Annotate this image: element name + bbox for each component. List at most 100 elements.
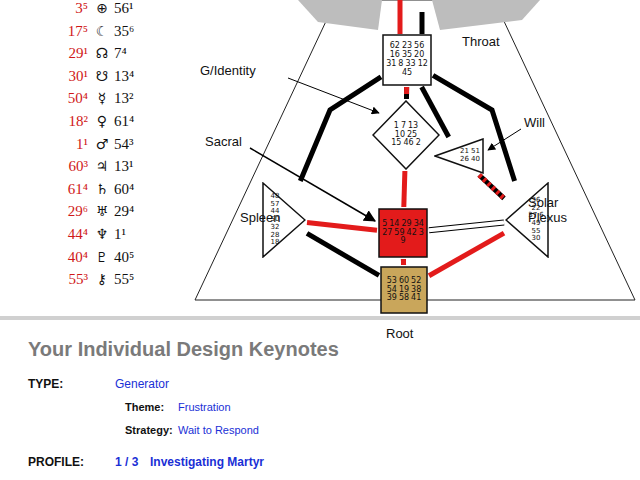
field-value: Wait to Respond [178, 424, 259, 437]
gate-number: 21 [460, 148, 469, 156]
channel-stroke [479, 175, 504, 198]
channel [433, 75, 515, 181]
gate-number: 58 [399, 294, 409, 303]
gate-number: 20 [414, 51, 424, 60]
gate-number: 35 [402, 51, 412, 60]
channel-stroke [429, 222, 504, 230]
channel-stroke [307, 233, 379, 275]
channel-stroke [404, 171, 405, 207]
gate-number: 30 [532, 235, 541, 243]
planet-glyph: ⚷ [92, 271, 112, 287]
planet-glyph: ♂ [92, 136, 112, 152]
center-name: Spleen [240, 211, 280, 226]
planet-glyph: ♀ [92, 113, 112, 129]
planet-glyph: ☿ [92, 90, 112, 106]
head-shade [432, 0, 540, 30]
channel-stroke [307, 223, 377, 231]
gate-number: 10 [395, 131, 405, 140]
gate-activation: 13² [114, 90, 134, 107]
gate-activation: 29⁴ [114, 203, 134, 220]
gate-number: 39 [387, 294, 397, 303]
gate-number: 14 [389, 220, 399, 229]
gate-activation: 7⁴ [114, 45, 127, 62]
gate-number: 16 [390, 51, 400, 60]
gate-number: 45 [402, 69, 412, 78]
gate-group: 21512640 [459, 148, 481, 163]
planet-glyph: ♇ [92, 249, 112, 265]
gate-number: 26 [460, 156, 469, 164]
gate-number: 54 [387, 286, 397, 295]
center-name: Will [524, 116, 545, 131]
channel-stroke [300, 77, 381, 181]
gate-activation: 30¹ [28, 68, 88, 85]
gate-number: 3 [419, 229, 424, 238]
field-value: Generator [115, 378, 169, 392]
field-key: Strategy: [125, 424, 173, 437]
gate-number: 60 [399, 277, 409, 286]
gate-number: 9 [400, 237, 405, 246]
gate-activation: 40⁴ [28, 249, 88, 266]
center-name: G/Identity [200, 64, 256, 79]
g-center: 1713102515462 [372, 100, 440, 170]
gate-activation: 54³ [114, 136, 134, 153]
channel [479, 175, 504, 198]
gate-activation: 29⁶ [28, 203, 88, 220]
gate-number: 27 [382, 229, 392, 238]
gate-number: 31 [386, 60, 396, 69]
center-name: Root [386, 327, 413, 342]
gate-number: 57 [271, 201, 280, 209]
sacral-center: 514293427594239 [378, 208, 428, 258]
gate-activation: 61⁴ [28, 181, 88, 198]
gate-number: 33 [405, 60, 415, 69]
channel [404, 171, 405, 207]
gate-number: 12 [418, 60, 428, 69]
gate-number: 1 [394, 122, 399, 131]
center-name: Solar Plexus [528, 196, 580, 226]
gate-activation: 60⁴ [114, 181, 134, 198]
gate-activation: 35⁶ [114, 23, 134, 40]
gate-number: 40 [471, 156, 480, 164]
throat-center: 622356163520318331245 [382, 34, 432, 86]
channel-line [398, 0, 403, 34]
gate-number: 13 [408, 122, 418, 131]
gate-number: 46 [403, 139, 413, 148]
separator-bar [0, 316, 640, 320]
gate-number: 34 [414, 220, 424, 229]
gate-number: 62 [390, 42, 400, 51]
planet-glyph: ☊ [92, 45, 112, 61]
gate-number: 38 [411, 286, 421, 295]
gate-activation: 60³ [28, 158, 88, 175]
center-shape [435, 139, 483, 173]
channel-stroke [401, 259, 406, 265]
field-key: Theme: [125, 401, 164, 414]
channel [307, 223, 377, 231]
will-center: 21512640 [434, 138, 484, 174]
gate-number: 15 [391, 139, 401, 148]
gate-group: 514293427594239 [381, 220, 425, 246]
gate-activation: 40⁵ [114, 249, 134, 266]
gate-activation: 17⁵ [28, 23, 88, 40]
gate-activation: 56¹ [114, 0, 134, 17]
gate-number: 8 [398, 60, 403, 69]
gate-number: 5 [382, 220, 387, 229]
channel-stroke [401, 259, 406, 265]
channel [429, 222, 504, 230]
gate-number: 56 [414, 42, 424, 51]
gate-number: 25 [407, 131, 417, 140]
planet-glyph: ♃ [92, 158, 112, 174]
gate-activation: 55³ [28, 271, 88, 288]
channel-stroke [404, 87, 409, 99]
planet-glyph: ♅ [92, 203, 112, 219]
field-key: TYPE: [28, 378, 63, 392]
gate-activation: 50⁴ [28, 90, 88, 107]
gate-group: 1713102515462 [389, 122, 423, 148]
channel-stroke [479, 175, 504, 198]
body-triangle [195, 0, 635, 300]
center-shape [383, 35, 431, 85]
gate-group: 622356163520318331245 [385, 42, 429, 77]
center-shape [373, 101, 439, 169]
gate-number: 59 [394, 229, 404, 238]
gate-number: 41 [411, 294, 421, 303]
channel-stroke [429, 233, 504, 276]
